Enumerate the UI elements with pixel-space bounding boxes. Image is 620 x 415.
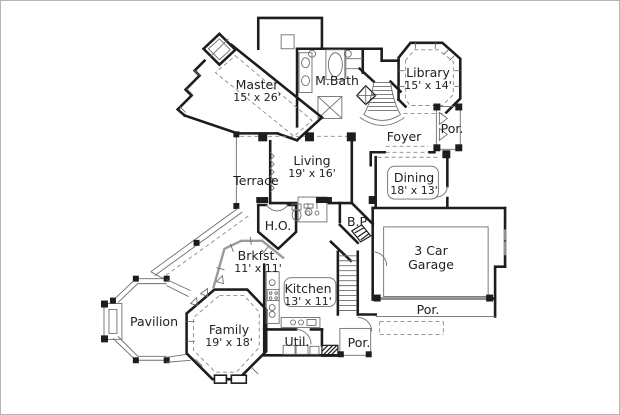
master-walls [175,32,324,142]
terrace-edge [150,131,249,282]
library-walls [396,41,462,115]
dining-walls [374,150,451,208]
foyer-stair [355,66,405,126]
powder-room [291,203,314,221]
foyer-entry [369,145,436,167]
breakfast-walls [211,236,285,290]
upper-porch-walls [433,103,463,152]
family-walls [185,274,268,384]
kitchen-walls [262,263,337,331]
garage-walls [371,206,507,335]
living-walls [256,140,354,223]
utility-walls [262,328,340,357]
gallery-columns [240,132,356,142]
lower-porch-walls [337,317,373,358]
pavilion-walls [101,275,191,364]
master-bath-walls [295,47,400,128]
bp-walls [329,196,377,263]
back-stair [336,250,377,316]
top-projection-walls [256,16,324,51]
